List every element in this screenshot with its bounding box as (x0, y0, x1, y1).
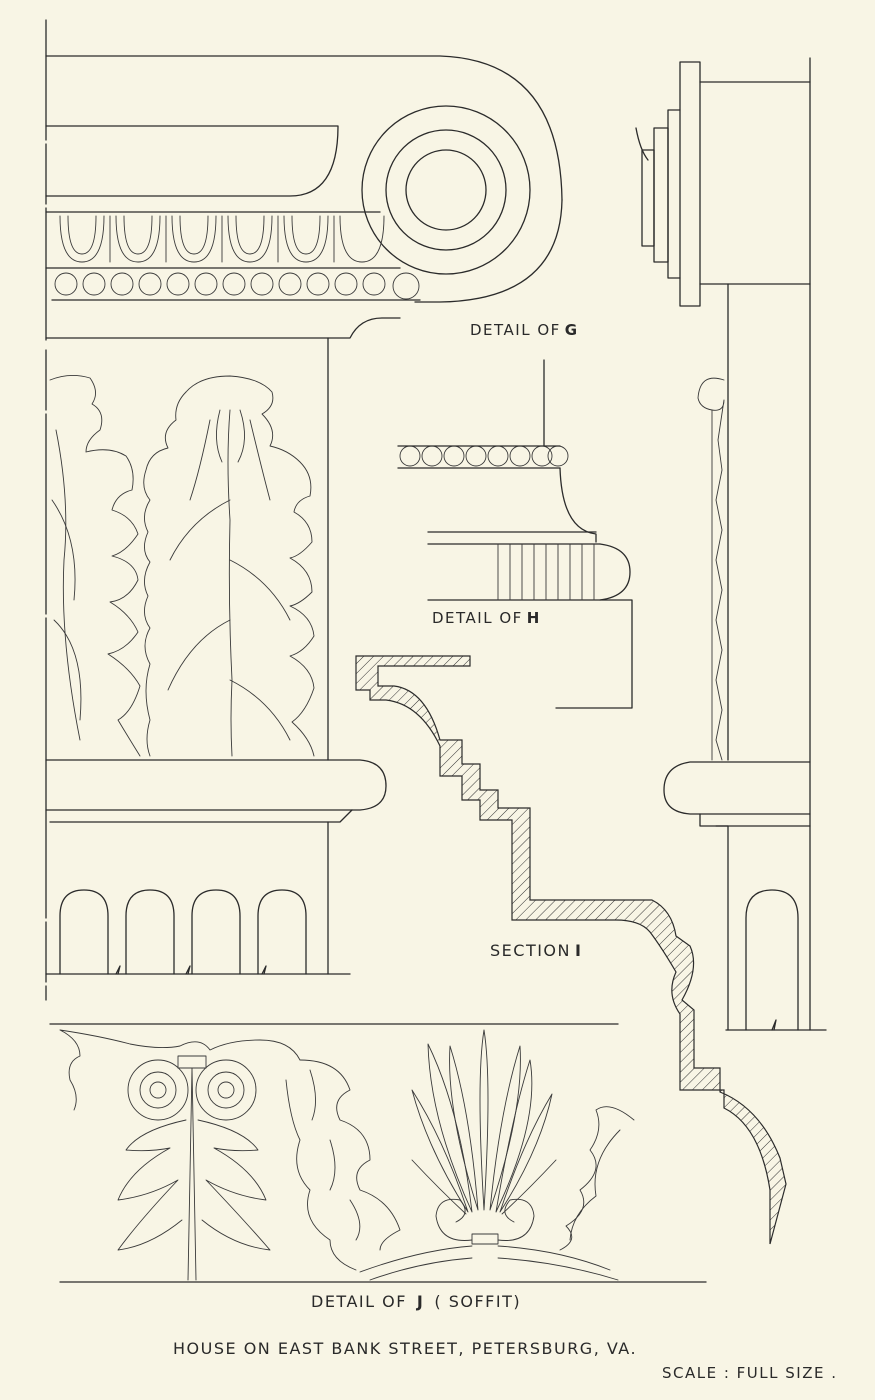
label-detail-j-letter: J (416, 1292, 425, 1311)
label-detail-j-prefix: DETAIL OF (311, 1292, 407, 1311)
detail-g-capital (45, 19, 563, 761)
label-detail-g-letter: G (564, 321, 579, 339)
egg-and-dart (59, 215, 385, 263)
detail-h (397, 359, 633, 709)
label-detail-j: DETAIL OF J ( SOFFIT) (311, 1292, 521, 1311)
acanthus-panel (45, 349, 387, 1001)
label-detail-j-suffix: ( SOFFIT) (434, 1292, 522, 1311)
label-detail-h-letter: H (526, 609, 541, 627)
label-detail-g-prefix: DETAIL OF (470, 321, 561, 339)
caption-title: HOUSE ON EAST BANK STREET, PETERSBURG, V… (173, 1339, 638, 1358)
label-section-i-prefix: SECTION (490, 941, 571, 960)
bead-row (54, 272, 420, 300)
section-i (355, 655, 787, 1245)
caption-scale: SCALE : FULL SIZE . (662, 1364, 838, 1382)
label-section-i-letter: I (575, 941, 583, 960)
label-detail-h-prefix: DETAIL OF (432, 609, 523, 627)
detail-j-soffit (49, 1023, 707, 1283)
detail-g-profile (635, 57, 827, 1031)
